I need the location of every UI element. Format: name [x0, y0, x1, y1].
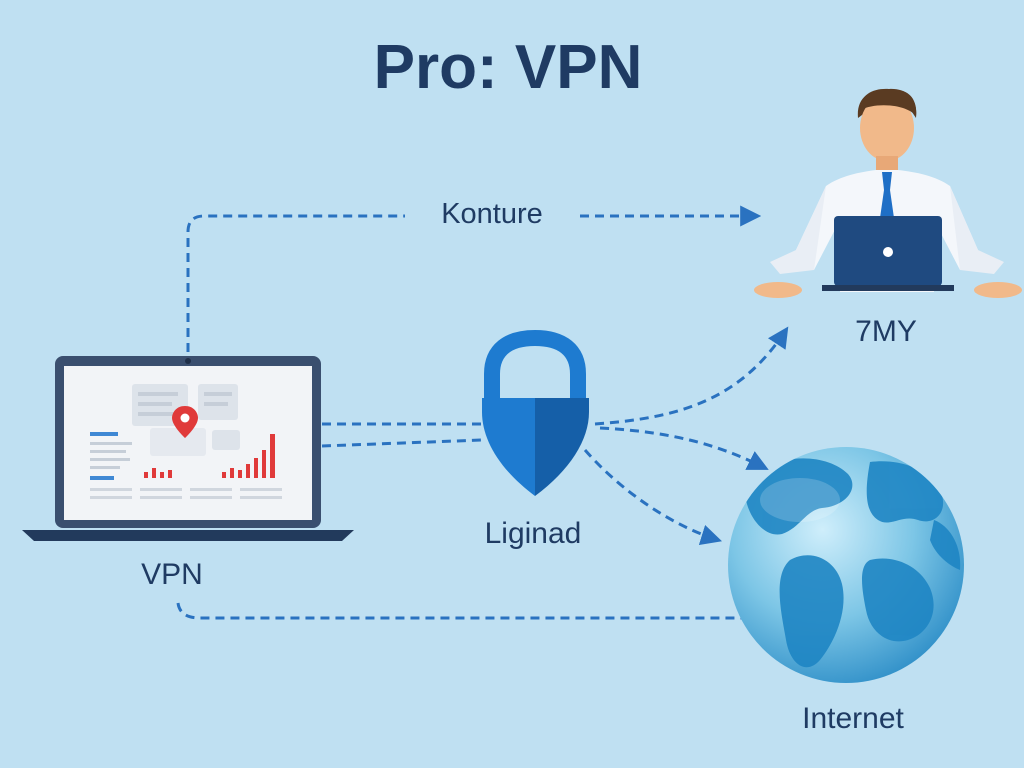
node-label-internet: Internet: [802, 702, 904, 735]
edge-laptop-to-globe-bottom: [176, 602, 745, 620]
edge-laptop-to-user-top: [186, 214, 405, 352]
edge-laptop-to-lock-2: [321, 438, 483, 448]
globe-icon: [728, 447, 964, 683]
node-label-vpn: VPN: [141, 558, 203, 591]
laptop-icon: [22, 356, 354, 541]
person-laptop-icon: [754, 88, 1022, 298]
node-label-liginad: Liginad: [485, 517, 582, 550]
edge-lock-to-globe-lower: [583, 449, 723, 546]
shield-lock-icon: [482, 329, 589, 496]
laptop-screen-content: [90, 384, 282, 499]
edge-lock-to-user: [594, 326, 789, 426]
page-title: Pro: VPN: [374, 33, 643, 102]
edge-lock-to-globe-upper: [599, 426, 769, 470]
map-pin-icon: [172, 406, 198, 438]
connector-lines: [176, 205, 789, 620]
node-label-7my: 7MY: [855, 315, 917, 348]
edge-label-konture: Konture: [441, 198, 543, 230]
